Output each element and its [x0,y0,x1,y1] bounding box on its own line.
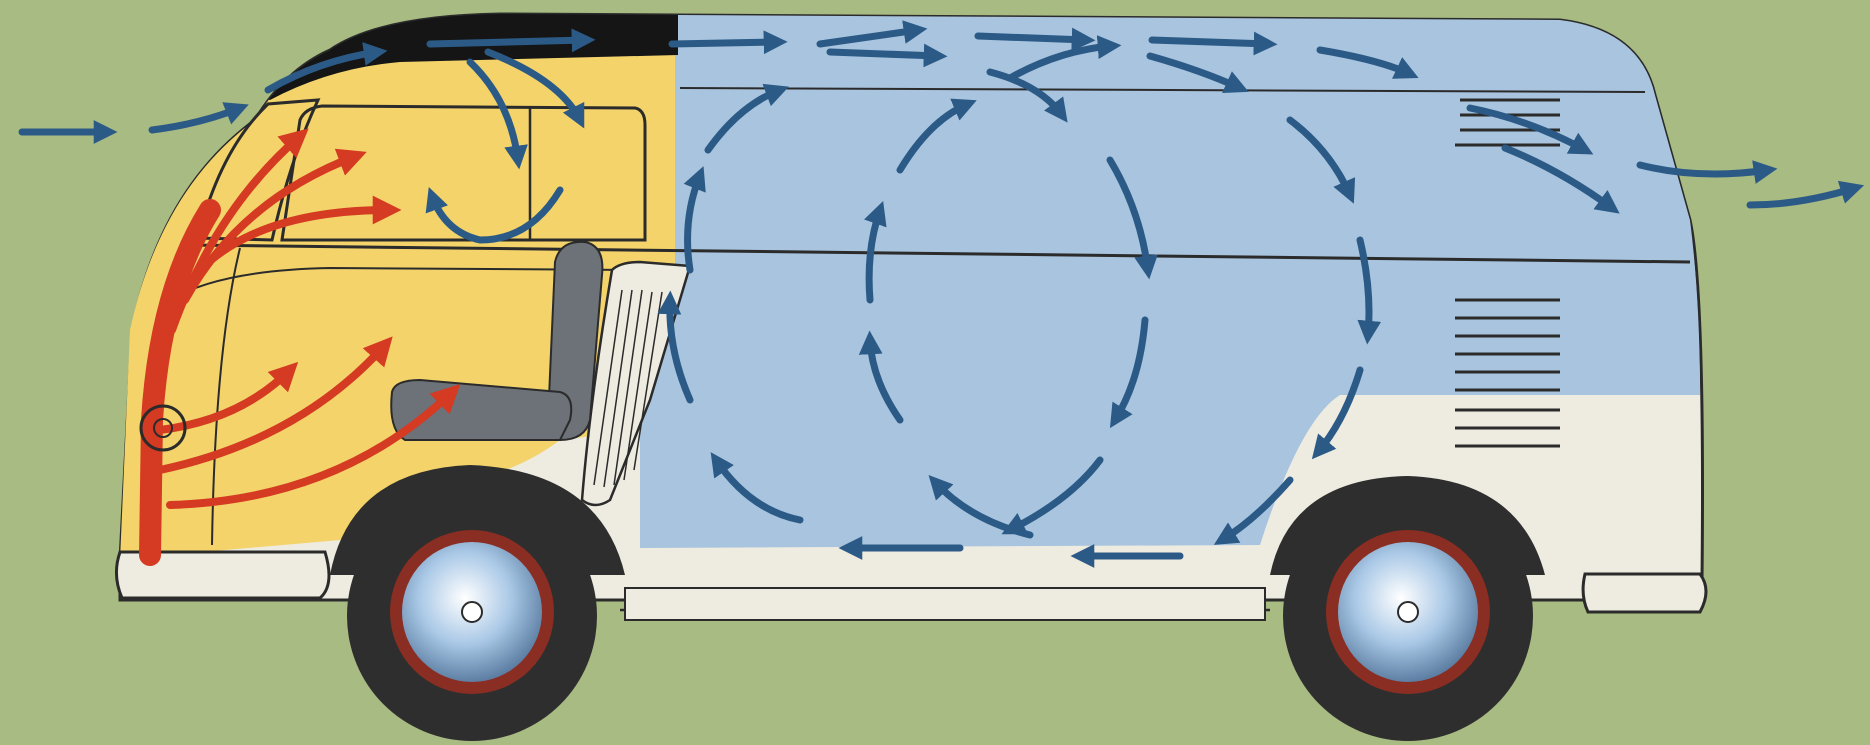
arrow-dashed-icon [672,42,778,44]
arrow-dashed-icon [830,52,938,56]
rear-wheel [1283,491,1533,741]
front-wheel [347,491,597,741]
arrow-dashed-icon [978,36,1086,40]
rear-bumper [1583,574,1706,612]
arrow-dashed-icon [430,40,586,44]
arrow-dashed-icon [1152,40,1268,44]
